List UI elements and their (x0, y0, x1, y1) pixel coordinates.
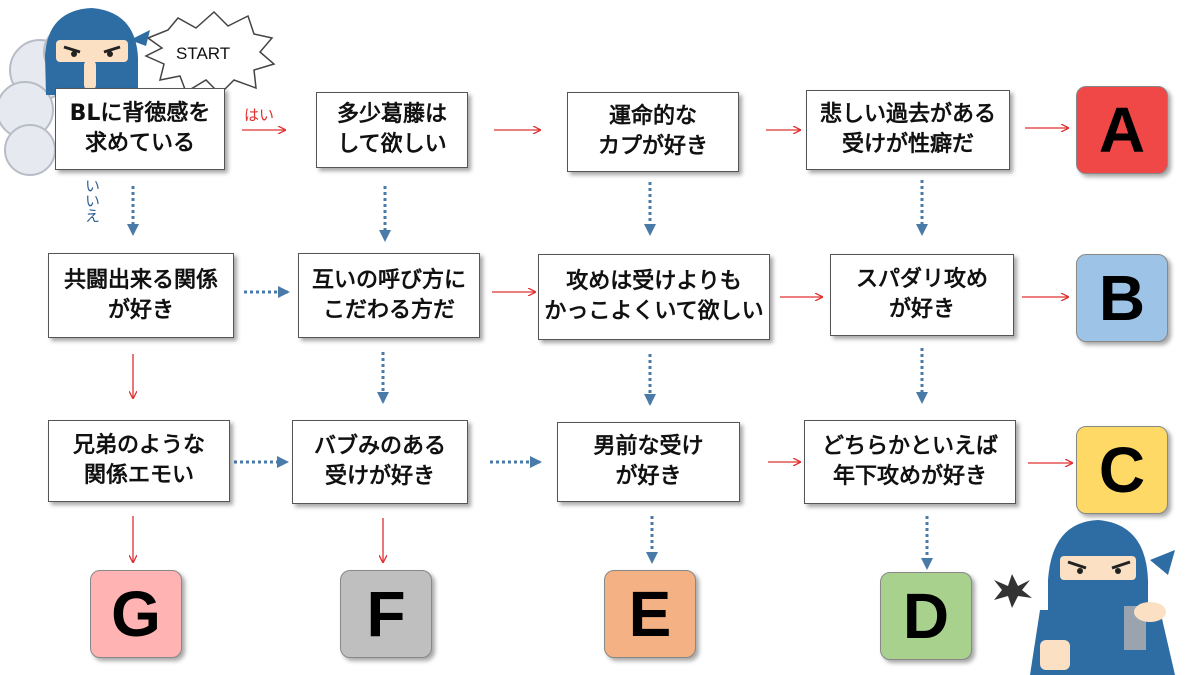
no-label: いいえ (83, 178, 101, 223)
shuriken-icon (994, 574, 1032, 608)
question-q6: 互いの呼び方に こだわる方だ (298, 253, 480, 338)
question-q9: 兄弟のような 関係エモい (48, 420, 230, 502)
question-q2: 多少葛藤は して欲しい (316, 92, 468, 168)
question-q10: バブみのある 受けが好き (292, 420, 468, 504)
yes-label: はい (244, 106, 275, 124)
question-q8: スパダリ攻め が好き (830, 254, 1014, 336)
question-q11: 男前な受け が好き (557, 422, 740, 502)
result-d: D (880, 572, 972, 660)
start-label: START (176, 44, 231, 63)
question-q7: 攻めは受けよりも かっこよくいて欲しい (538, 254, 770, 340)
question-q4: 悲しい過去がある 受けが性癖だ (806, 90, 1010, 170)
result-c: C (1076, 426, 1168, 514)
question-q1: BLに背徳感を 求めている (55, 88, 225, 170)
result-b: B (1076, 254, 1168, 342)
question-q12: どちらかといえば 年下攻めが好き (804, 420, 1016, 504)
result-g: G (90, 570, 182, 658)
start-burst (144, 10, 276, 96)
result-f: F (340, 570, 432, 658)
ninja-illustration-end (1030, 520, 1175, 675)
result-e: E (604, 570, 696, 658)
ninja-illustration-start (45, 8, 150, 95)
question-q3: 運命的な カプが好き (567, 92, 739, 172)
result-a: A (1076, 86, 1168, 174)
question-q5: 共闘出来る関係 が好き (48, 253, 234, 338)
